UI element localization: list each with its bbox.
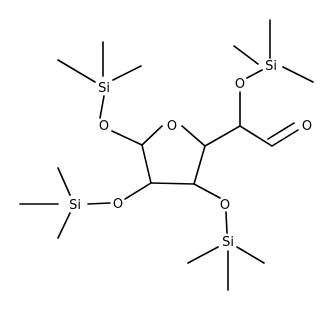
bond-si2-me-down — [57, 212, 71, 239]
bond-o3-si3 — [225, 211, 228, 234]
bond-c3-o3 — [193, 183, 221, 199]
bond-si3-me-left — [187, 246, 219, 264]
ether-oxygen-c3-label: O — [220, 198, 230, 213]
ether-oxygen-c1-label: O — [99, 119, 109, 134]
aldehyde-oxygen-label: O — [302, 119, 312, 134]
silicon-2-label: Si — [69, 198, 81, 213]
bond-c3-c4 — [193, 145, 206, 185]
bond-c4-ring-o — [181, 125, 206, 147]
ring-oxygen-label: O — [167, 119, 177, 134]
bond-si1-me-left — [57, 59, 96, 83]
bond-si4-me-left — [233, 45, 259, 65]
bond-si3-me-right — [236, 246, 265, 264]
bond-c6-o-double-a — [271, 129, 299, 147]
bond-ring-o-c1 — [141, 125, 163, 146]
bond-c2-o2 — [124, 182, 152, 200]
c3-otms-group — [187, 183, 265, 291]
silicon-3-label: Si — [222, 235, 234, 250]
bond-si1-me-right — [112, 65, 142, 81]
bond-si4-me-right — [282, 66, 314, 83]
furanose-ring — [141, 125, 206, 185]
bond-c4-c5 — [204, 125, 241, 147]
bond-c5-c6 — [239, 125, 273, 147]
bond-o2-si2 — [87, 202, 111, 205]
c2-otms-group — [19, 167, 152, 239]
bond-c1-o1 — [111, 130, 143, 146]
bond-o1-si1 — [99, 95, 105, 119]
c1-otms-group — [57, 41, 143, 146]
silicon-1-label: Si — [98, 81, 110, 96]
silicon-4-label: Si — [265, 59, 277, 74]
side-chain — [204, 19, 314, 147]
ether-oxygen-c2-label: O — [113, 197, 123, 212]
ether-oxygen-side-label: O — [235, 77, 245, 92]
bond-si2-me-up — [57, 167, 71, 196]
bond-c1-c2 — [141, 144, 152, 184]
bond-o4-si4 — [246, 69, 263, 79]
bond-c2-c3 — [150, 182, 195, 185]
bond-c6-o-double-b — [267, 122, 295, 140]
atom-labels: O O O O O O Si Si Si Si — [69, 59, 312, 250]
